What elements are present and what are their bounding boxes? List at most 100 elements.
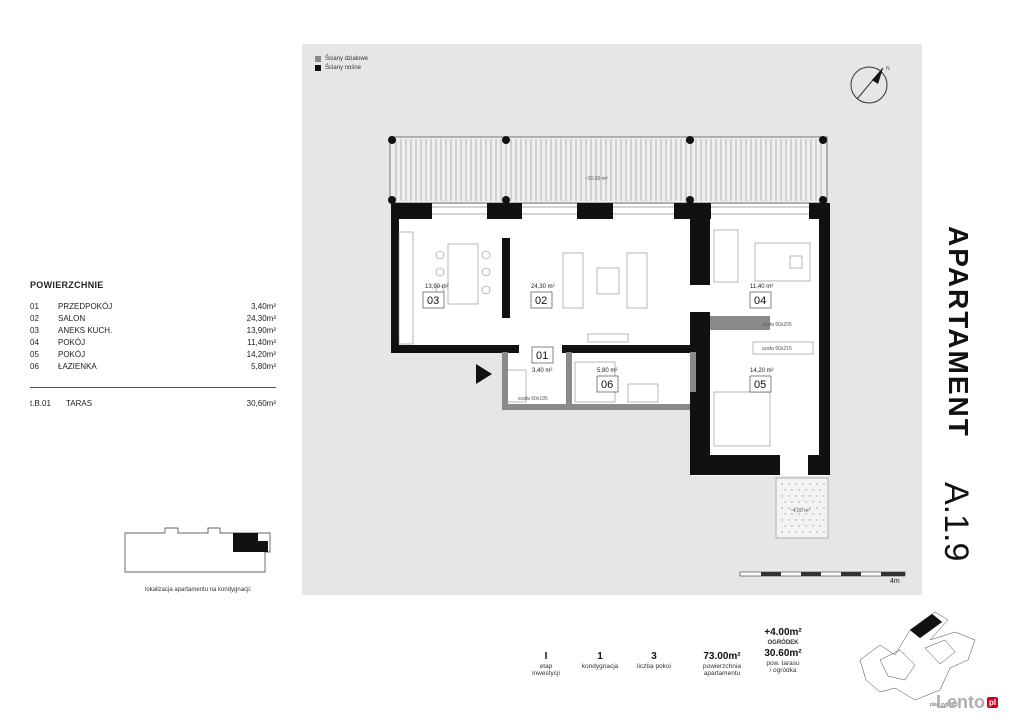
surface-num: 03 [30, 326, 39, 335]
room-03: 13,90 m² 03 [422, 284, 449, 309]
compass-icon: N [850, 66, 890, 104]
room-02: 24,30 m² 02 [530, 284, 555, 309]
site-plan [859, 611, 976, 701]
surface-row: 01 PRZEDPOKÓJ 3,40m² [30, 302, 276, 311]
surface-num: 04 [30, 338, 39, 347]
surface-row: 06 ŁAZIENKA 5,80m² [30, 362, 276, 371]
lento-logo: Lento pl [936, 692, 999, 713]
surface-num: 05 [30, 350, 39, 359]
surfaces-divider [30, 387, 276, 388]
room-04: 11,40 m² 04 [749, 284, 773, 309]
stat-stage-label2: inwestycji [532, 670, 560, 677]
scale-label: 4m [890, 578, 900, 585]
surfaces-title: POWIERZCHNIE [30, 280, 104, 290]
room-01: 01 3,40 m² [531, 346, 554, 374]
room-04-number: 04 [754, 295, 766, 307]
stat-rooms-label: liczba pokoi [637, 663, 671, 670]
surface-name: POKÓJ [58, 350, 86, 359]
surface-area: 11,40m² [247, 338, 276, 347]
surface-row: 02 SALON 24,30m² [30, 314, 276, 323]
location-caption: lokalizacja apartamentu na kondygnacji: [145, 587, 252, 593]
site-plan-caption: plan sytuacji [930, 702, 958, 708]
surface-area: 13,90m² [246, 326, 276, 335]
room-01-number: 01 [536, 350, 548, 362]
apartment-title: APARTAMENT [943, 226, 974, 438]
terrace-area-label: ~30,60 m² [585, 176, 608, 182]
room-05: 14,20 m² 05 [749, 368, 774, 393]
stat-stage-value: I [544, 651, 548, 662]
stat-outdoor-label2: / ogródka [769, 667, 797, 674]
legend-bearing-label: Ściany nośne [325, 65, 362, 71]
stat-rooms: 3 liczba pokoi [631, 650, 677, 670]
legend-bearing: Ściany nośne [315, 65, 368, 71]
terrace-num: t.B.01 [30, 399, 51, 408]
stat-area-label2: apartamentu [703, 670, 741, 677]
stat-floor-value: 1 [597, 651, 603, 662]
room-02-number: 02 [535, 295, 547, 307]
stat-floor-label: kondygnacja [581, 663, 619, 670]
surface-row: 05 POKÓJ 14,20m² [30, 350, 276, 359]
surface-row: 04 POKÓJ 11,40m² [30, 338, 276, 347]
wardrobe-note-3: szafa 60x195 [518, 396, 548, 402]
surface-name: ŁAZIENKA [58, 362, 97, 371]
apartment-floor [391, 204, 830, 476]
surface-num: 06 [30, 362, 39, 371]
room-01-area: 3,40 m² [532, 368, 552, 374]
surface-row: 03 ANEKS KUCH. 13,90m² [30, 326, 276, 335]
surface-area: 3,40m² [251, 302, 276, 311]
stat-floor: 1 kondygnacja [575, 650, 625, 670]
stat-area-value: 73.00m² [703, 651, 741, 662]
room-05-area: 14,20 m² [750, 368, 774, 374]
bearing-swatch [315, 65, 321, 71]
surface-name: POKÓJ [58, 338, 86, 347]
furniture [398, 229, 814, 447]
terrace-area-value: 30,60m² [246, 399, 276, 408]
room-06-number: 06 [601, 379, 613, 391]
room-05-number: 05 [754, 379, 766, 391]
logo-badge: pl [987, 697, 999, 708]
windows [432, 206, 809, 215]
wardrobe-note-1: szafa 60x205 [762, 322, 792, 328]
surface-area: 5,80m² [251, 362, 276, 371]
compass-north-label: N [886, 66, 890, 72]
terrace-area: ~30,60 m² [389, 136, 828, 204]
room-02-area: 24,30 m² [531, 284, 555, 290]
stat-stage-label: etap [539, 663, 553, 670]
surface-name: ANEKS KUCH. [58, 326, 113, 335]
surface-area: 14,20m² [246, 350, 276, 359]
partition-swatch [315, 56, 321, 62]
surface-area: 24,30m² [246, 314, 276, 323]
bearing-walls [391, 203, 830, 475]
stat-area: 73.00m² powierzchnia apartamentu [692, 650, 752, 677]
terrace-posts [388, 136, 827, 204]
terrace-name: TARAS [66, 399, 93, 408]
room-06-area: 5,80 m² [597, 368, 617, 374]
stat-garden-value: +4.00m² [764, 627, 802, 638]
surface-num: 02 [30, 314, 39, 323]
terrace-row: t.B.01 TARAS 30,60m² [30, 399, 276, 408]
garden-area-label: ~4,00 m² [790, 508, 810, 514]
entrance-arrow-icon [476, 364, 492, 384]
room-03-area: 13,90 m² [425, 284, 449, 290]
location-key-plan [124, 527, 271, 573]
apartment-code: A.1.9 [937, 482, 975, 562]
legend-partition: Ściany działowe [315, 56, 368, 62]
stat-terrace-value: 30.60m² [764, 648, 802, 659]
room-06: 5,80 m² 06 [596, 368, 619, 393]
wardrobe-note-2: szafa 60x215 [762, 346, 792, 352]
stat-outdoor: +4.00m² OGRÓDEK 30.60m² pow. tarasu / og… [752, 626, 814, 674]
plan-legend: Ściany działowe Ściany nośne [315, 56, 368, 71]
stat-outdoor-label: pow. tarasu [766, 660, 800, 667]
stat-garden-label: OGRÓDEK [767, 640, 799, 646]
surface-name: PRZEDPOKÓJ [58, 302, 113, 311]
room-03-number: 03 [427, 295, 439, 307]
scale-bar [739, 571, 906, 577]
stat-area-label: powierzchnia [703, 663, 741, 670]
stat-rooms-value: 3 [651, 651, 657, 662]
legend-partition-label: Ściany działowe [325, 56, 369, 62]
partition-walls [502, 316, 770, 410]
surface-num: 01 [30, 302, 39, 311]
room-04-area: 11,40 m² [750, 284, 773, 290]
surface-name: SALON [58, 314, 86, 323]
